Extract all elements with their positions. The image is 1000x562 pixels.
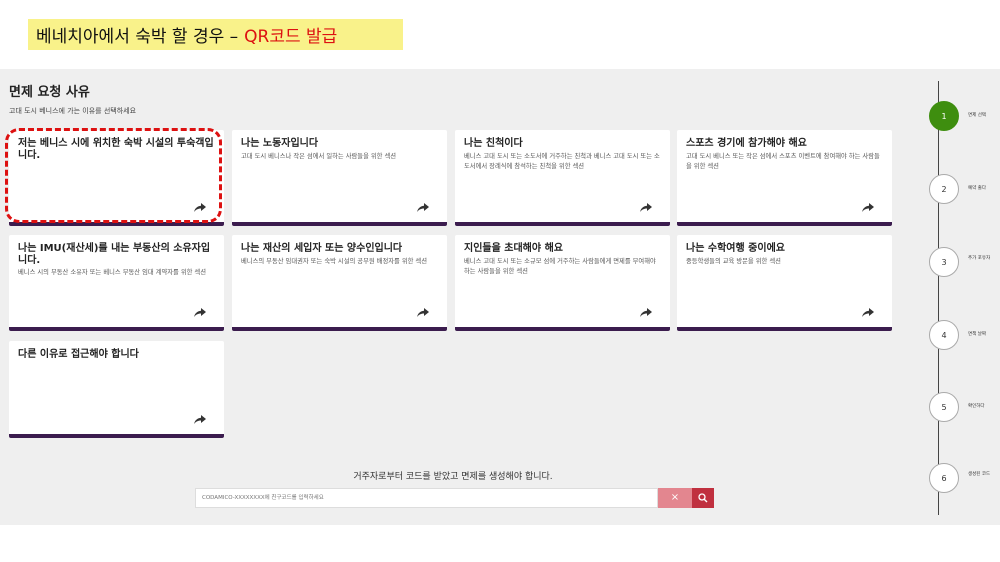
reason-card-school-trip[interactable]: 나는 수학여행 중이에요 중등학생들의 교육 방문을 위한 섹션 [677,235,892,331]
share-arrow-icon [194,415,206,424]
highlight-dashed-outline [5,128,222,223]
reason-card-other[interactable]: 다른 이유로 접근해야 합니다 [9,341,224,438]
banner-highlight: QR코드 발급 [244,27,338,47]
card-title: 나는 재산의 세입자 또는 양수인입니다 [241,243,403,254]
card-title: 나는 친척이다 [464,138,523,149]
share-arrow-icon [417,203,429,212]
slide-banner: 베네치아에서 숙박 할 경우 – QR코드 발급 [28,19,403,50]
search-icon [698,493,708,503]
reason-card-guest[interactable]: 저는 베니스 시에 위치한 숙박 시설의 투숙객입니다. [9,130,224,226]
page-title: 면제 요청 사유 [9,85,90,100]
reason-card-tenant[interactable]: 나는 재산의 세입자 또는 양수인입니다 베니스의 부동산 임대권자 또는 숙박… [232,235,447,331]
card-title: 지인들을 초대해야 해요 [464,243,563,254]
share-arrow-icon [862,203,874,212]
step-1-label: 면제 선택 [968,113,986,118]
card-title: 나는 IMU(재산세)를 내는 부동산의 소유자입니다. [18,243,211,266]
share-arrow-icon [194,308,206,317]
card-desc: 고대 도시 베니스 또는 작은 섬에서 스포츠 이벤트에 참여해야 하는 사람들… [686,153,880,170]
step-2[interactable]: 2 [929,174,959,204]
share-arrow-icon [417,308,429,317]
stepper-line [938,81,939,515]
step-1[interactable]: 1 [929,101,959,131]
step-5-label: 확인하다 [968,404,985,409]
step-2-label: 예약 출다 [968,186,986,191]
code-label: 거주자로부터 코드를 받았고 면제를 생성해야 합니다. [353,472,553,482]
card-desc: 중등학생들의 교육 방문을 위한 섹션 [686,258,781,265]
clear-button[interactable]: × [658,488,692,508]
card-desc: 베니스 고대 도시 또는 소규모 섬에 거주하는 사람들에게 면제를 부여해야 … [464,258,656,275]
card-title: 다른 이유로 접근해야 합니다 [18,349,139,360]
card-desc: 베니스 고대 도시 또는 소도서에 거주하는 친척과 베니스 고대 도시 또는 … [464,153,660,170]
card-title: 나는 수학여행 중이에요 [686,243,785,254]
step-3-label: 추가 포유자 [968,256,991,261]
share-arrow-icon [640,308,652,317]
reason-card-sports[interactable]: 스포츠 경기에 참가해야 해요 고대 도시 베니스 또는 작은 섬에서 스포츠 … [677,130,892,226]
step-5[interactable]: 5 [929,392,959,422]
reason-card-invite[interactable]: 지인들을 초대해야 해요 베니스 고대 도시 또는 소규모 섬에 거주하는 사람… [455,235,670,331]
card-desc: 베니스의 부동산 임대권자 또는 숙박 시설의 공무원 배정자를 위한 섹션 [241,258,428,265]
step-4-label: 면책 날짜 [968,332,986,337]
card-desc: 고대 도시 베니스나 작은 섬에서 일하는 사람들을 위한 섹션 [241,153,397,160]
friend-code-input[interactable] [195,488,658,508]
reason-card-owner[interactable]: 나는 IMU(재산세)를 내는 부동산의 소유자입니다. 베니스 시의 부동산 … [9,235,224,331]
share-arrow-icon [194,203,206,212]
reason-card-relative[interactable]: 나는 친척이다 베니스 고대 도시 또는 소도서에 거주하는 친척과 베니스 고… [455,130,670,226]
step-3[interactable]: 3 [929,247,959,277]
step-4[interactable]: 4 [929,320,959,350]
search-button[interactable] [692,488,714,508]
step-6-label: 생성된 코드 [968,472,991,477]
card-title: 스포츠 경기에 참가해야 해요 [686,138,807,149]
banner-text: 베네치아에서 숙박 할 경우 – [36,27,239,47]
share-arrow-icon [862,308,874,317]
step-6[interactable]: 6 [929,463,959,493]
card-desc: 베니스 시의 부동산 소유자 또는 베니스 부동산 임대 계약자를 위한 섹션 [18,269,207,276]
share-arrow-icon [640,203,652,212]
card-title: 나는 노동자입니다 [241,138,319,149]
exemption-panel: 면제 요청 사유 고대 도시 베니스에 가는 이유를 선택하세요 저는 베니스 … [0,69,1000,525]
reason-card-worker[interactable]: 나는 노동자입니다 고대 도시 베니스나 작은 섬에서 일하는 사람들을 위한 … [232,130,447,226]
page-subtitle: 고대 도시 베니스에 가는 이유를 선택하세요 [9,107,137,115]
card-title: 저는 베니스 시에 위치한 숙박 시설의 투숙객입니다. [18,138,214,161]
